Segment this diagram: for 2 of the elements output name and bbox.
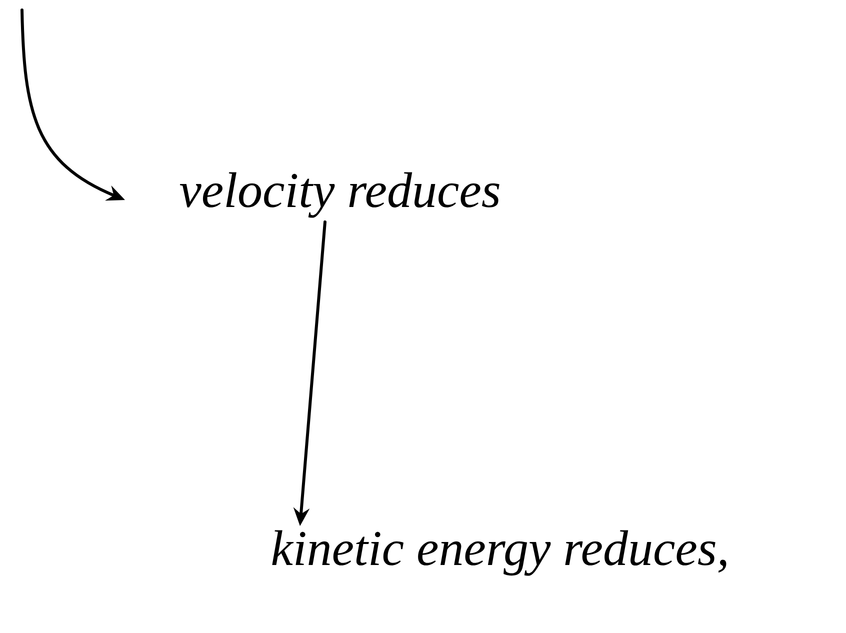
text-label: kinetic energy reduces, [272,530,726,576]
text-label: velocity reduces [180,172,500,218]
